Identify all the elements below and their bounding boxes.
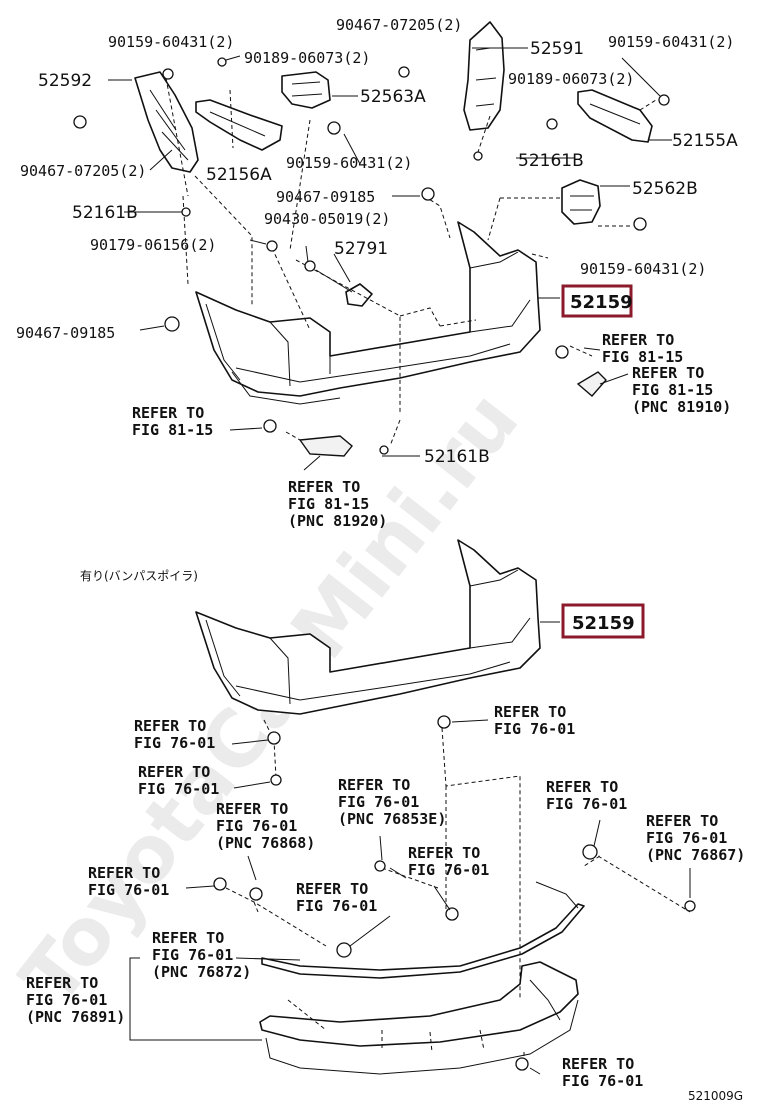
part-label-90179-061562: 90179-06156(2) [90,236,216,254]
refer-bottom-10-2: (PNC 76872) [152,963,251,981]
part-label-52161b: 52161B [518,151,584,171]
refer-top-0-1: FIG 81-15 [602,348,683,366]
refer-bottom-6-1: FIG 76-01 [646,829,727,847]
refer-top-1-1: FIG 81-15 [632,381,713,399]
part-label-52159-top: 52159 [570,292,633,313]
refer-bottom-3-2: (PNC 76853E) [338,810,446,828]
part-label-52161b: 52161B [72,203,138,223]
part-label-52791: 52791 [334,239,388,259]
refer-bottom-5-0: REFER TO [408,844,480,862]
part-label-90159-604312: 90159-60431(2) [608,33,734,51]
part-label-90189-060732: 90189-06073(2) [508,70,634,88]
refer-top-2-0: REFER TO [132,404,204,422]
refer-top-3-2: (PNC 81920) [288,512,387,530]
refer-top-3-0: REFER TO [288,478,360,496]
refer-bottom-10-1: FIG 76-01 [152,946,233,964]
refer-bottom-11-1: FIG 76-01 [26,991,107,1009]
clip-icons-bottom [213,715,696,1071]
part-label-52155a: 52155A [672,131,738,151]
figure-code: 521009G [688,1089,743,1103]
part-label-52591: 52591 [530,39,584,59]
variant-note: 有り(バンパスポイラ) [80,569,198,583]
part-label-52159-bottom: 52159 [572,613,635,634]
refer-bottom-12-0: REFER TO [562,1055,634,1073]
refer-bottom-12-1: FIG 76-01 [562,1072,643,1090]
part-52791 [345,283,373,307]
refer-top-0-0: REFER TO [602,331,674,349]
refer-top-2-1: FIG 81-15 [132,421,213,439]
part-label-52592: 52592 [38,71,92,91]
part-label-52563a: 52563A [360,87,426,107]
refer-bottom-5-1: FIG 76-01 [408,861,489,879]
bumper-cover-bottom [195,539,541,715]
part-label-90467-09185: 90467-09185 [276,188,375,206]
refer-bottom-2-0: REFER TO [138,763,210,781]
refer-bottom-10-0: REFER TO [152,929,224,947]
part-label-90159-604312: 90159-60431(2) [580,260,706,278]
refer-bottom-11-0: REFER TO [26,974,98,992]
refer-bottom-1-1: FIG 76-01 [494,720,575,738]
refer-top-3-1: FIG 81-15 [288,495,369,513]
part-label-90430-050192: 90430-05019(2) [264,210,390,228]
refer-bottom-9-1: FIG 76-01 [296,897,377,915]
refer-bottom-8-1: FIG 76-01 [88,881,169,899]
refer-bottom-0-1: FIG 76-01 [134,734,215,752]
refer-bottom-4-0: REFER TO [216,800,288,818]
refer-bottom-6-0: REFER TO [646,812,718,830]
part-label-90467-072052: 90467-07205(2) [336,16,462,34]
refer-bottom-9-0: REFER TO [296,880,368,898]
refer-bottom-3-0: REFER TO [338,776,410,794]
part-label-90467-09185: 90467-09185 [16,324,115,342]
bracket-52563a [281,71,331,109]
part-label-90189-060732: 90189-06073(2) [244,49,370,67]
part-label-52156a: 52156A [206,165,272,185]
reflector-top-left [298,435,353,457]
side-bracket-right [463,21,505,131]
spoiler-strip [261,903,585,979]
refer-bottom-4-1: FIG 76-01 [216,817,297,835]
refer-bottom-2-1: FIG 76-01 [138,780,219,798]
part-label-90159-604312: 90159-60431(2) [286,154,412,172]
side-bracket-left [134,71,199,173]
part-label-52562b: 52562B [632,179,698,199]
refer-top-1-0: REFER TO [632,364,704,382]
refer-bottom-8-0: REFER TO [88,864,160,882]
refer-bottom-6-2: (PNC 76867) [646,846,745,864]
refer-bottom-3-1: FIG 76-01 [338,793,419,811]
part-label-52161b: 52161B [424,447,490,467]
retainer-bracket-52155a [577,89,653,143]
refer-bottom-7-1: FIG 76-01 [546,795,627,813]
refer-bottom-4-2: (PNC 76868) [216,834,315,852]
clip-icons-top [73,57,670,455]
reflector-top-right [576,371,607,397]
spoiler-trim [535,881,579,909]
bracket-52562b [561,179,601,225]
refer-bottom-11-2: (PNC 76891) [26,1008,125,1026]
bumper-spoiler [259,961,579,1047]
part-label-90467-072052: 90467-07205(2) [20,162,146,180]
refer-bottom-7-0: REFER TO [546,778,618,796]
bumper-cover-top [195,221,541,397]
part-label-90159-604312: 90159-60431(2) [108,33,234,51]
refer-top-1-2: (PNC 81910) [632,398,731,416]
refer-bottom-0-0: REFER TO [134,717,206,735]
refer-bottom-1-0: REFER TO [494,703,566,721]
